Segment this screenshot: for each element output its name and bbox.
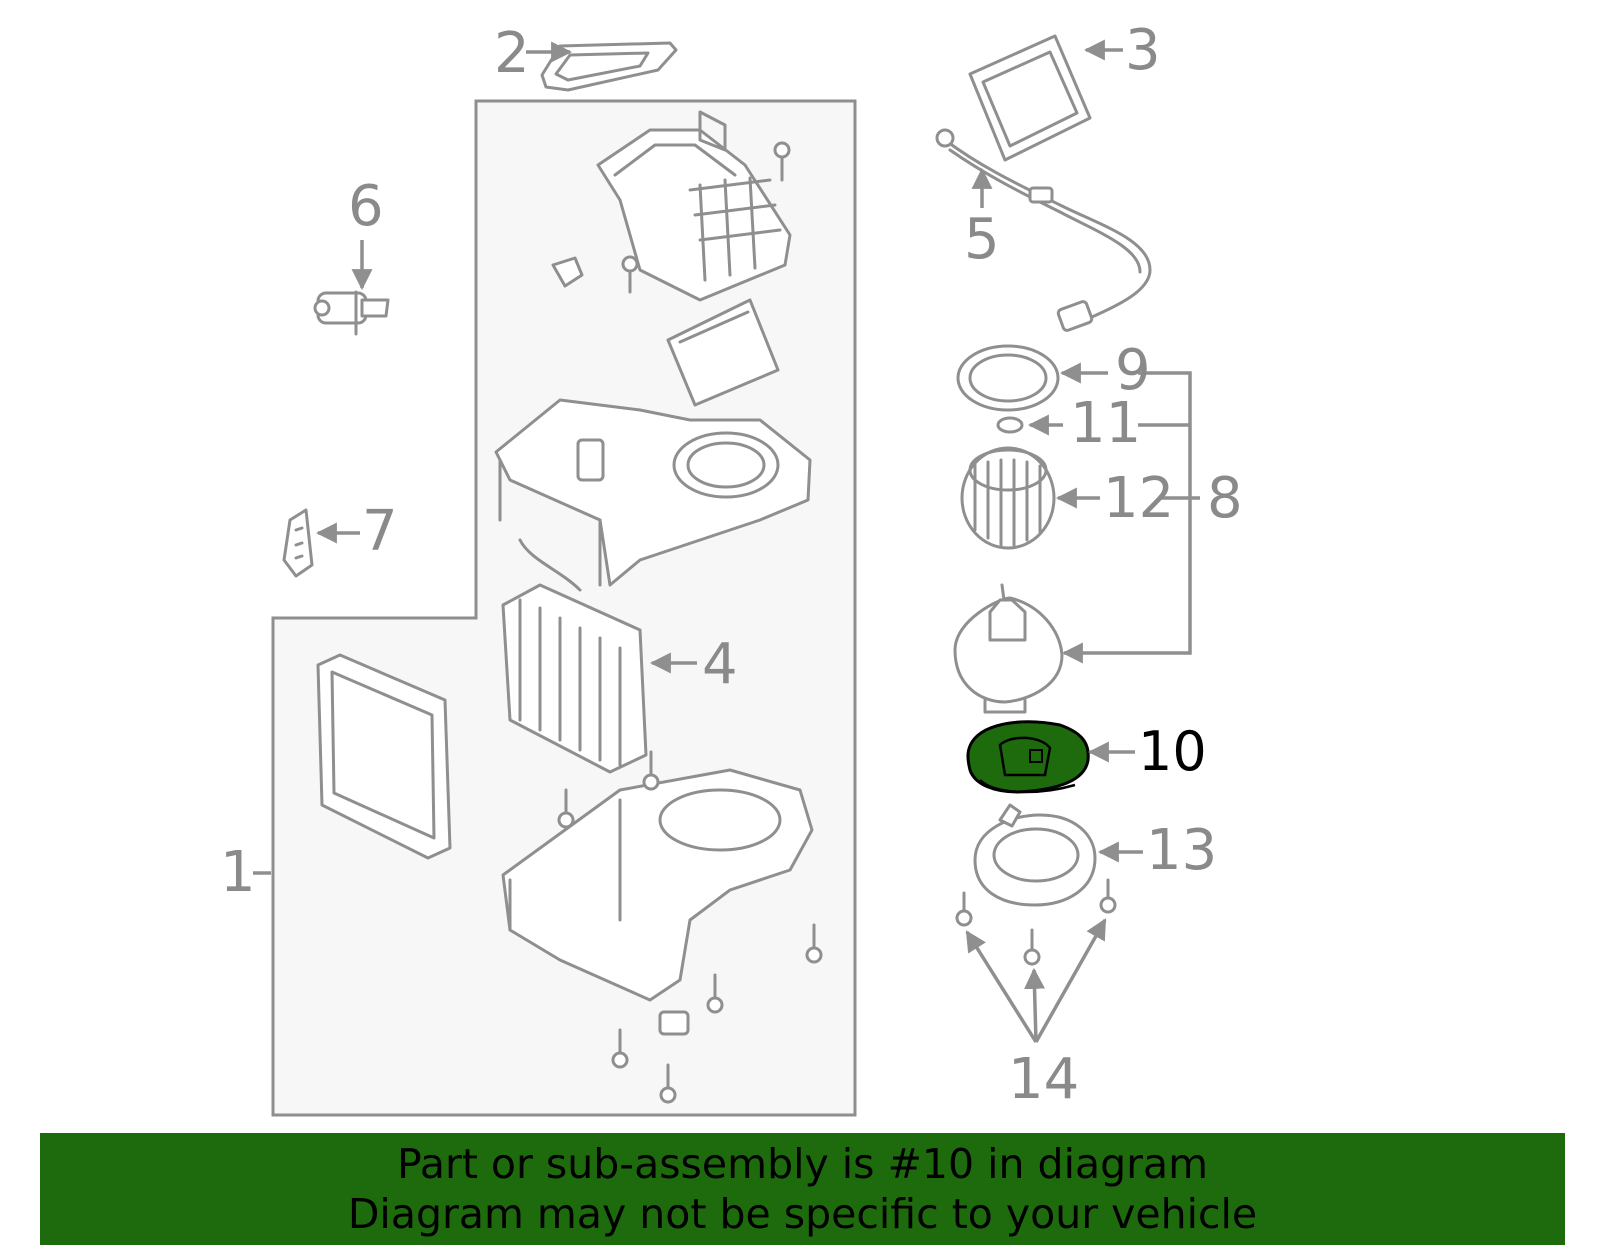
callout-11: 11 <box>1070 391 1141 456</box>
callout-10: 10 <box>1138 720 1207 783</box>
heater-core <box>666 298 780 407</box>
callout-12: 12 <box>1103 466 1174 531</box>
callout-4: 4 <box>702 632 738 697</box>
screw-lower-2 <box>642 750 660 791</box>
clip-upper <box>551 256 584 288</box>
upper-heater-case <box>596 110 792 302</box>
callout-8: 8 <box>1207 466 1243 531</box>
screw-lower-1 <box>557 788 575 829</box>
screw-upper-1 <box>773 141 791 182</box>
part-11-ring[interactable] <box>996 416 1024 434</box>
screw-upper-2 <box>621 255 639 294</box>
callout-3: 3 <box>1125 18 1161 83</box>
part-3-filter[interactable] <box>968 34 1092 162</box>
callout-5: 5 <box>964 207 1000 272</box>
part-5-sensor-harness[interactable] <box>935 128 1152 332</box>
part-2-seal[interactable] <box>540 41 678 92</box>
callout-14: 14 <box>1008 1047 1079 1112</box>
part-10-motor-mount-highlighted[interactable] <box>966 720 1090 794</box>
leader-lines <box>253 39 1200 1043</box>
screw-lower-5 <box>611 1028 629 1069</box>
callout-9: 9 <box>1115 338 1151 403</box>
clip-lower <box>658 1010 690 1036</box>
callout-7: 7 <box>362 499 398 564</box>
part-9-gasket[interactable] <box>956 344 1060 412</box>
part-4-evaporator[interactable] <box>501 538 648 774</box>
evaporator-frame <box>316 653 452 860</box>
callout-13: 13 <box>1146 818 1217 883</box>
screw-lower-6 <box>659 1063 677 1104</box>
part-14-screw-right[interactable] <box>1099 878 1117 914</box>
callout-6: 6 <box>348 174 384 239</box>
part-12-blower-wheel[interactable] <box>960 446 1056 550</box>
part-14-screw-left[interactable] <box>955 891 973 927</box>
banner-line-2: Diagram may not be specific to your vehi… <box>347 1190 1258 1238</box>
screw-lower-4 <box>706 973 724 1014</box>
middle-case <box>494 398 812 587</box>
callout-1: 1 <box>220 840 256 905</box>
part-14-screw-center[interactable] <box>1023 928 1041 966</box>
screw-lower-3 <box>805 923 823 964</box>
part-13-housing[interactable] <box>973 803 1097 907</box>
part-6-actuator[interactable] <box>313 290 390 336</box>
banner-line-1: Part or sub-assembly is #10 in diagram <box>396 1140 1209 1188</box>
lower-case <box>501 768 814 1002</box>
blower-motor <box>953 583 1064 714</box>
info-banner: Part or sub-assembly is #10 in diagram D… <box>40 1133 1565 1245</box>
callout-2: 2 <box>494 21 530 86</box>
part-7-clip[interactable] <box>282 508 314 578</box>
